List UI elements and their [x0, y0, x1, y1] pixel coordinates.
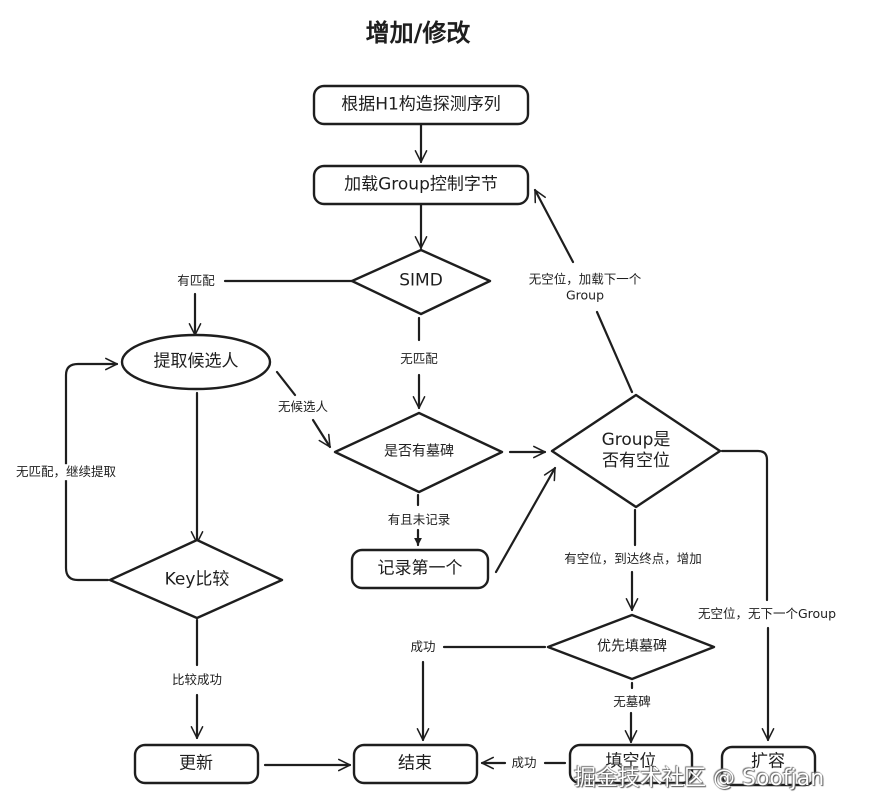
- node-end-label: 结束: [398, 753, 432, 774]
- node-key-compare-diamond: [108, 538, 284, 620]
- node-tombstone-diamond: [333, 411, 504, 494]
- edge-group-load-next-a: [595, 310, 634, 394]
- node-fill-empty-box: [568, 743, 694, 785]
- node-fill-empty-label: 填空位: [605, 751, 657, 772]
- edge-label-has-empty-reach-end: 有空位，到达终点，增加: [562, 551, 704, 567]
- edge-extract-no-candidate-b: [311, 418, 332, 449]
- node-grow-label: 扩容: [751, 751, 785, 772]
- node-extract-ellipse: [120, 333, 272, 391]
- node-probe-seq-box: [312, 84, 530, 126]
- node-update-label: 更新: [179, 753, 213, 774]
- node-probe-seq-label: 根据H1构造探测序列: [341, 94, 501, 115]
- edge-group-no-next-a: [720, 449, 769, 602]
- node-simd-label: SIMD: [399, 270, 443, 291]
- watermark: 掘金技术社区 @ Soofjan: [574, 766, 825, 791]
- edge-label-success-tombstone: 成功: [408, 639, 438, 655]
- edge-label-compare-success: 比较成功: [169, 672, 225, 688]
- node-load-group-box: [312, 164, 530, 206]
- node-end-box: [352, 743, 479, 785]
- node-record-first-label: 记录第一个: [377, 558, 463, 579]
- edge-label-has-match: 有匹配: [175, 273, 217, 289]
- edge-label-no-candidate: 无候选人: [275, 399, 331, 415]
- node-grow-box: [720, 745, 817, 787]
- edge-label-no-match-continue: 无匹配，继续提取: [13, 464, 119, 480]
- edge-label-has-unrecorded: 有且未记录: [385, 512, 453, 528]
- edge-record-to-group: [494, 466, 557, 574]
- node-update-box: [133, 743, 260, 785]
- node-tombstone-label: 是否有墓碑: [384, 443, 454, 460]
- edge-extract-no-candidate-a: [275, 370, 297, 397]
- node-group-empty-label: Group是 否有空位: [601, 429, 671, 471]
- node-key-compare-label: Key比较: [164, 569, 230, 590]
- node-record-first-box: [350, 548, 490, 590]
- edge-group-load-next-b: [533, 188, 575, 264]
- edge-label-no-tombstone: 无墓碑: [611, 694, 653, 710]
- node-load-group-label: 加载Group控制字节: [344, 174, 498, 195]
- node-simd-diamond: [350, 248, 492, 316]
- edge-label-success-fill: 成功: [509, 755, 539, 771]
- node-extract-label: 提取候选人: [153, 351, 239, 372]
- edge-label-no-match: 无匹配: [398, 351, 440, 367]
- node-prefer-tombstone-label: 优先填墓碑: [597, 638, 667, 655]
- node-prefer-tombstone-diamond: [546, 613, 716, 681]
- diagram-title: 增加/修改: [365, 19, 471, 47]
- edge-label-no-empty-load-next: 无空位，加载下一个 Group: [526, 271, 644, 303]
- edge-label-no-empty-no-next: 无空位，无下一个Group: [695, 606, 839, 622]
- node-group-empty-diamond: [550, 393, 722, 509]
